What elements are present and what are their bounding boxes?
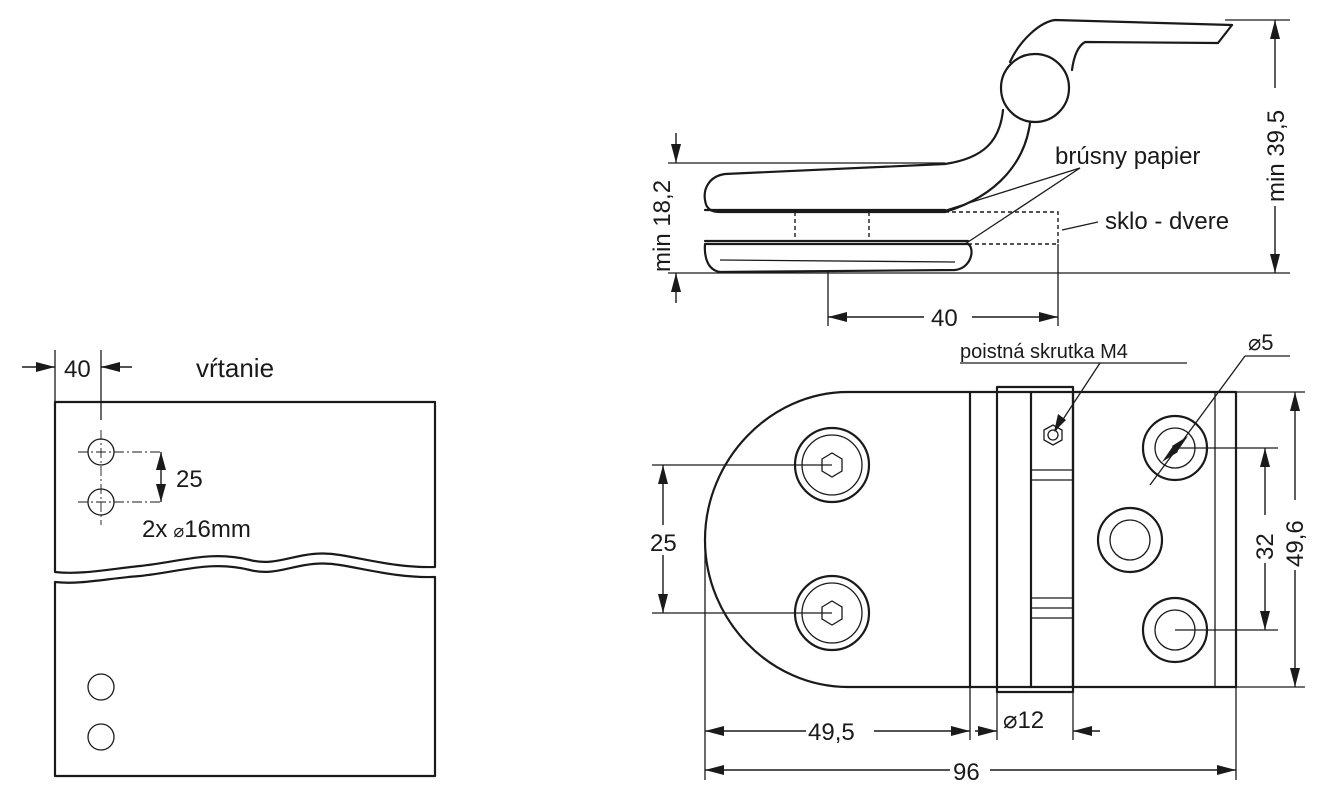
glass-door-leader <box>1061 221 1099 231</box>
drill-hole-1 <box>87 438 115 466</box>
glass-panel-top <box>53 400 437 574</box>
hole-right-mid-inner <box>1109 519 1151 561</box>
lock-screw-leader-arrow <box>1054 414 1066 432</box>
left-width-text-bg <box>806 716 874 744</box>
max-height-arrow-top <box>1270 20 1280 39</box>
drilling-layout: 40 vŕtanie 25 2x⌀16mm <box>22 350 437 778</box>
hole-dia-arrow-2 <box>1162 446 1178 462</box>
left-spacing-text: 25 <box>650 530 677 557</box>
hole-dia-label: ⌀5 <box>1248 330 1273 355</box>
drill-hole-2 <box>87 488 115 516</box>
min-height-text: min 18,2 <box>649 180 676 272</box>
depth-dim-text: 40 <box>931 305 958 332</box>
glass-door-label: sklo - dvere <box>1105 208 1229 235</box>
pin-dia-text: ⌀12 <box>1003 707 1044 734</box>
right-spacing-text-bg <box>1252 515 1278 563</box>
plate-right <box>968 390 1238 689</box>
glass-outline <box>945 211 1059 245</box>
top-view: 25 32 49,6 49,5 ⌀12 <box>648 330 1309 786</box>
min-height-arrow-top <box>671 144 681 163</box>
height-arrow-top <box>1290 392 1300 411</box>
hinge-knuckle <box>999 52 1071 124</box>
offset-arrow-left <box>36 362 55 372</box>
drill-hole-4 <box>87 723 115 751</box>
hinge-body-outer <box>703 108 1005 214</box>
spacing-arrow-top <box>156 452 166 470</box>
lock-screw-hex <box>1043 424 1063 446</box>
left-width-arrow-right <box>951 726 970 736</box>
total-width-text: 96 <box>953 759 980 786</box>
screw-2-hex-socket <box>821 600 843 626</box>
hinge-body-inner <box>943 121 1032 214</box>
clamp-plate-bottom <box>703 242 973 274</box>
clamp-plate-bottom-inner <box>719 259 956 263</box>
pin-arrow-right <box>1073 726 1092 736</box>
height-text-bg <box>1282 500 1308 570</box>
right-spacing-arrow-bottom <box>1260 611 1270 630</box>
hole-dia-arrow-1 <box>1172 436 1188 452</box>
spacing-arrow-bottom <box>156 484 166 502</box>
lock-screw-label: poistná skrutka M4 <box>960 341 1128 363</box>
depth-arrow-right <box>1039 312 1058 322</box>
height-text: 49,6 <box>1282 520 1309 567</box>
hole-right-mid-outer <box>1096 506 1164 574</box>
max-height-text: min 39,5 <box>1263 110 1290 202</box>
right-spacing-text: 32 <box>1252 533 1279 560</box>
glass-panel-bottom <box>53 562 437 778</box>
offset-dim-text: 40 <box>64 356 91 383</box>
drilling-title: vŕtanie <box>196 353 274 383</box>
depth-arrow-left <box>828 312 847 322</box>
drill-hole-3 <box>87 673 115 701</box>
sandpaper-label: brúsny papier <box>1055 143 1200 170</box>
sandpaper-leader-1 <box>939 167 1081 213</box>
left-spacing-arrow-top <box>658 465 668 484</box>
hole-dia-leader <box>1149 355 1246 486</box>
max-height-text-bg <box>1262 88 1288 206</box>
spacing-dim-text: 25 <box>176 466 203 493</box>
screw-1-hex-socket <box>821 452 843 478</box>
min-height-arrow-bottom <box>671 273 681 292</box>
offset-arrow-right <box>101 362 120 372</box>
depth-text-bg <box>924 300 972 328</box>
sandpaper-leader-2 <box>964 167 1081 245</box>
left-spacing-arrow-bottom <box>658 594 668 613</box>
side-view: brúsny papier sklo - dvere min 18,2 min … <box>649 18 1290 332</box>
lock-screw-center <box>1047 429 1059 441</box>
left-width-text: 49,5 <box>808 719 855 746</box>
hinge-lever-lower <box>1070 23 1234 72</box>
right-spacing-arrow-top <box>1260 448 1270 467</box>
hole-spec-text: 2x⌀16mm <box>142 516 251 543</box>
max-height-arrow-bottom <box>1270 254 1280 273</box>
total-width-arrow-left <box>705 765 724 775</box>
left-width-arrow-left <box>705 726 724 736</box>
total-width-arrow-right <box>1217 765 1236 775</box>
height-arrow-bottom <box>1290 668 1300 687</box>
total-width-text-bg <box>950 756 990 784</box>
hinge-lever <box>1008 18 1234 64</box>
pin-arrow-left <box>978 726 997 736</box>
left-spacing-text-bg <box>648 525 684 555</box>
